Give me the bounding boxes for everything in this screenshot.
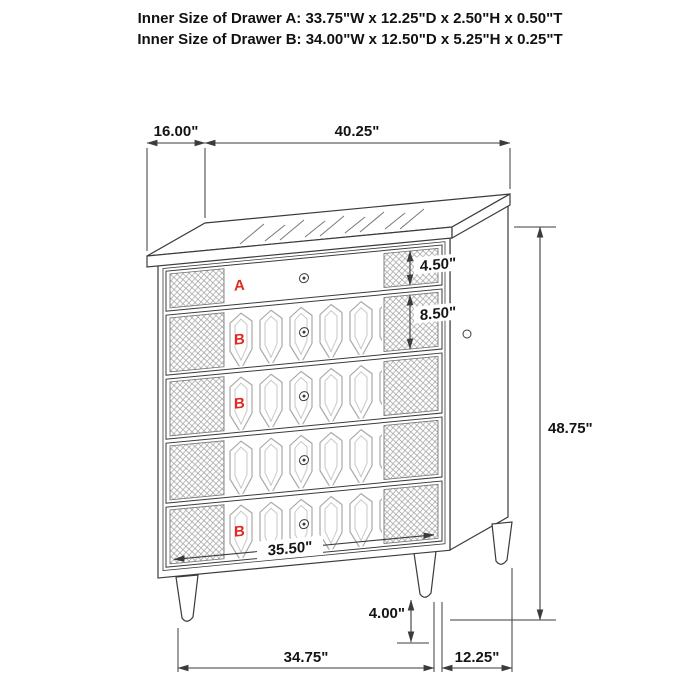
title-line-1: Inner Size of Drawer A: 33.75"W x 12.25"… [137, 10, 563, 27]
dim-label-bg [257, 535, 323, 560]
back-right-leg [491, 521, 513, 565]
drawer-b3-right-lattice-panel [383, 419, 439, 481]
drawer-a-left-lattice-panel [169, 268, 225, 309]
dim-base-width-label: 34.75" [284, 649, 329, 666]
front-left-leg [175, 574, 199, 622]
title-line-2: Inner Size of Drawer B: 34.00"W x 12.50"… [137, 31, 563, 48]
dim-drawer-b-height: 8.50" [406, 294, 462, 350]
drawer-b3-left-lattice-panel [169, 440, 225, 501]
dim-top-depth-label: 16.00" [154, 123, 199, 140]
drawer-b-3 [165, 416, 443, 504]
top-right-edge [451, 192, 511, 240]
dim-inner-width: 35.50" [173, 532, 435, 562]
glass-glint-marks [239, 208, 425, 245]
drawer-b1-label: B [234, 331, 245, 349]
dim-overall-height-label: 48.75" [548, 420, 593, 437]
chest-top [146, 192, 511, 268]
side-peg-detail [462, 329, 472, 339]
drawer-b3-knob-center [302, 458, 306, 462]
dim-drawer-a-height-label: 4.50" [420, 255, 456, 275]
drawer-b4-knob-center [302, 522, 306, 526]
drawer-b1-left-lattice-panel [169, 312, 225, 373]
drawer-b2-right-lattice-panel [383, 355, 439, 417]
drawer-b2-knob-center [302, 394, 306, 398]
drawer-b1-knob-center [302, 330, 306, 334]
drawer-a-knob-center [302, 276, 306, 280]
dim-drawer-b-height-label: 8.50" [420, 304, 456, 324]
chest-front-face: A B B [157, 235, 462, 579]
dim-leg-height-label: 4.00" [369, 605, 405, 622]
drawer-b2-label: B [234, 395, 245, 413]
dim-base-depth-label: 12.25" [455, 649, 500, 666]
chest-legs [175, 521, 513, 622]
front-right-leg [413, 550, 437, 598]
dim-label-bg [414, 253, 462, 275]
dim-inner-width-label: 35.50" [268, 538, 313, 559]
dim-drawer-a-height: 4.50" [406, 250, 462, 286]
drawer-b4-label: B [234, 523, 245, 541]
dim-leg-height: 4.00" [369, 599, 429, 644]
drawer-b-2: B [165, 352, 443, 440]
dim-label-bg [414, 302, 462, 324]
dim-top-width-label: 40.25" [335, 123, 380, 140]
drawer-a-label: A [234, 277, 245, 295]
drawer-b2-left-lattice-panel [169, 376, 225, 437]
dim-top-width: 40.25" [204, 123, 511, 189]
title-block: Inner Size of Drawer A: 33.75"W x 12.25"… [0, 8, 700, 50]
dim-base-depth: 12.25" [441, 568, 513, 672]
dim-top-depth: 16.00" [146, 123, 206, 251]
dim-overall-height: 48.75" [450, 226, 593, 621]
dim-base-width: 34.75" [177, 602, 435, 672]
